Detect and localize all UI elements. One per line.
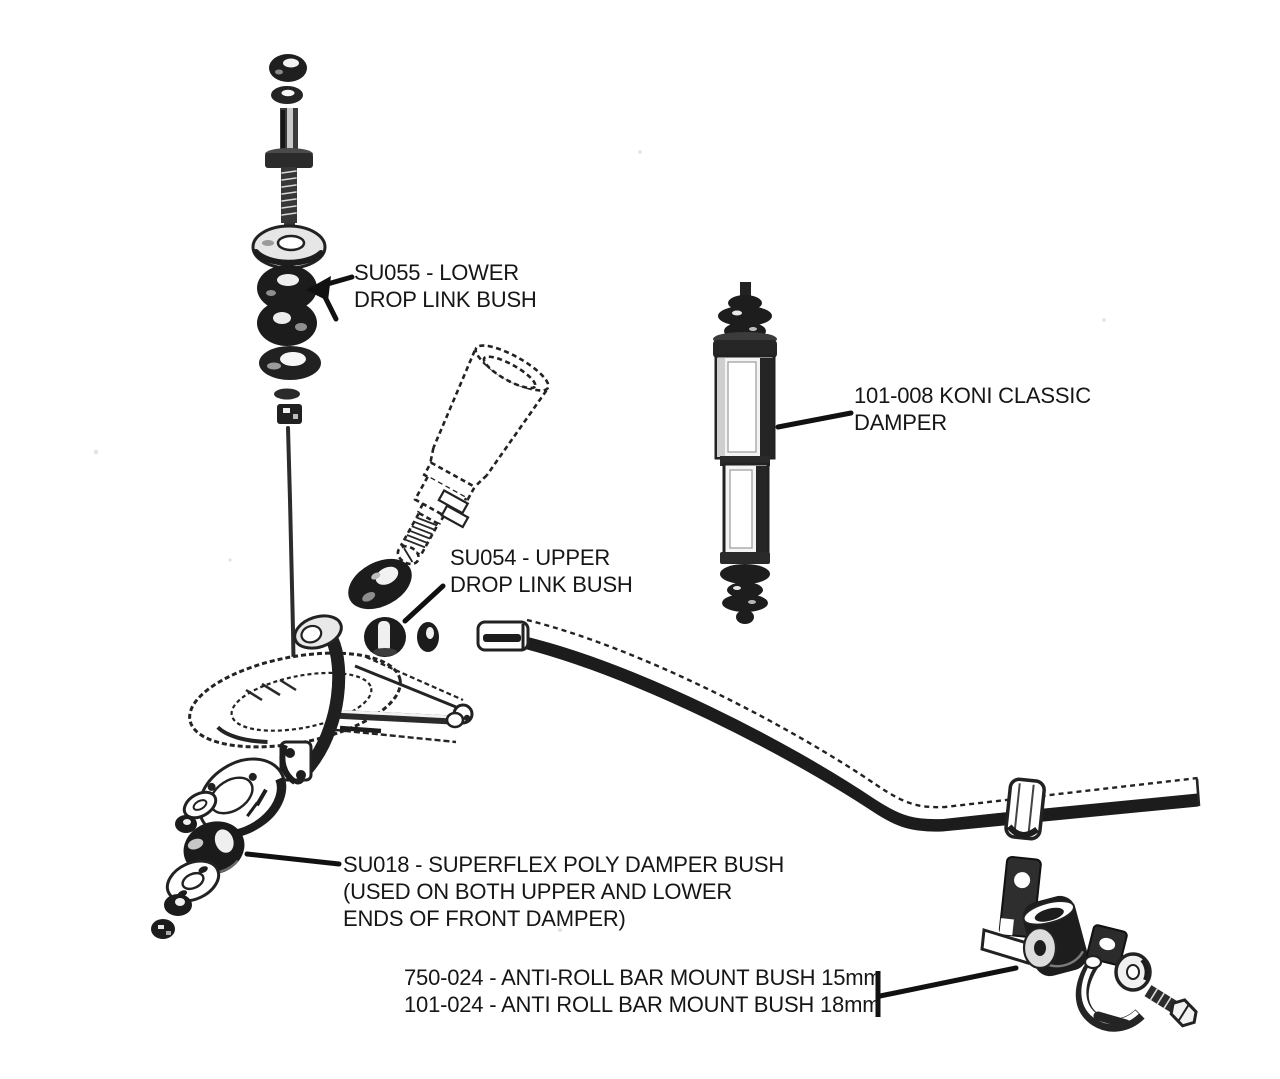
anti-roll-bar-mount-assembly xyxy=(875,855,1198,1032)
label-upper-drop-link-bush: SU054 - UPPER DROP LINK BUSH xyxy=(450,544,633,598)
scan-noise xyxy=(93,150,1106,932)
label-line: DROP LINK BUSH xyxy=(450,572,633,597)
anti-roll-bar xyxy=(476,618,1201,841)
front-damper-outline xyxy=(396,344,550,566)
drop-link-fixings-stack xyxy=(251,54,327,750)
label-line: 101-008 KONI CLASSIC xyxy=(854,383,1091,408)
anti-roll-bar-clamp xyxy=(1004,777,1046,841)
label-line: SU055 - LOWER xyxy=(354,260,519,285)
label-line: ENDS OF FRONT DAMPER) xyxy=(343,906,626,931)
lower-suspension-arm xyxy=(188,614,474,785)
label-line: SU054 - UPPER xyxy=(450,545,611,570)
lower-drop-link-bushes xyxy=(257,265,317,346)
label-koni-classic-damper: 101-008 KONI CLASSIC DAMPER xyxy=(854,382,1091,436)
su055-leader-arrow xyxy=(306,274,355,322)
label-line: 101-024 - ANTI ROLL BAR MOUNT BUSH 18mm xyxy=(404,992,881,1017)
label-anti-roll-bar-mount-bush: 750-024 - ANTI-ROLL BAR MOUNT BUSH 15mm … xyxy=(404,964,882,1018)
label-line: SU018 - SUPERFLEX POLY DAMPER BUSH xyxy=(343,852,785,877)
label-line: DROP LINK BUSH xyxy=(354,287,537,312)
damper-bush-stack xyxy=(151,757,342,939)
label-line: 750-024 - ANTI-ROLL BAR MOUNT BUSH 15mm xyxy=(404,965,882,990)
label-superflex-poly-damper-bush: SU018 - SUPERFLEX POLY DAMPER BUSH (USED… xyxy=(343,851,784,932)
label-lower-drop-link-bush: SU055 - LOWER DROP LINK BUSH xyxy=(354,259,537,313)
upper-drop-link-bush xyxy=(348,558,446,657)
koni-classic-damper xyxy=(713,282,854,624)
label-line: DAMPER xyxy=(854,410,947,435)
label-line: (USED ON BOTH UPPER AND LOWER xyxy=(343,879,733,904)
